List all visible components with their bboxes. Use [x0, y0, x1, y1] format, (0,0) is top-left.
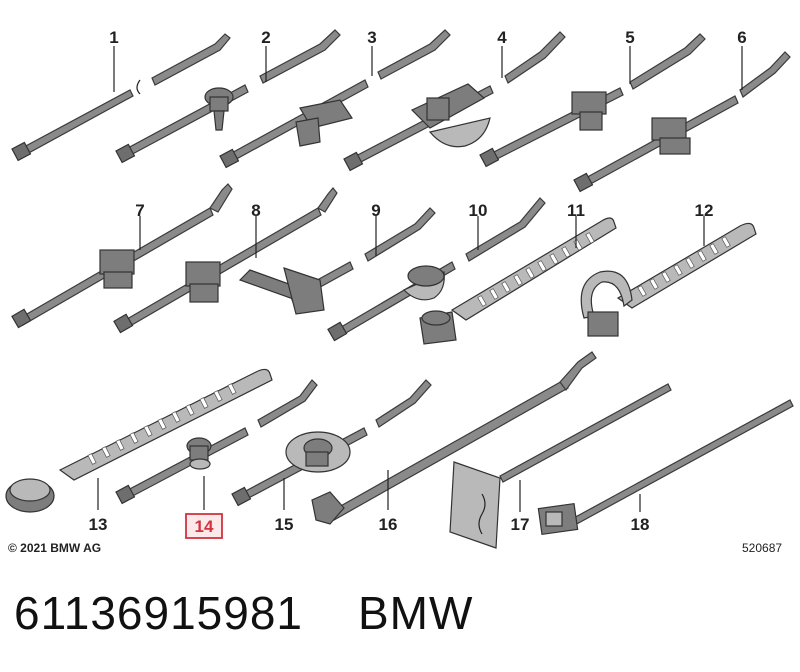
callout-4: 4: [497, 28, 507, 47]
brand-name: BMW: [358, 587, 474, 639]
part-14-cable-tie-with-clip: [115, 379, 318, 510]
callout-8: 8: [251, 201, 260, 220]
part-2-cable-tie-with-clip: [115, 29, 341, 164]
part-6-cable-tie-with-edge-clip: [573, 46, 791, 193]
callout-3: 3: [367, 28, 376, 47]
callout-7: 7: [135, 201, 144, 220]
callout-10: 10: [469, 201, 488, 220]
callout-1: 1: [109, 28, 118, 47]
part-number: 61136915981: [14, 587, 303, 639]
part-5-cable-tie-with-edge-clip: [479, 33, 706, 168]
callout-9: 9: [371, 201, 380, 220]
part-9-cable-tie-with-wing-clip: [238, 207, 436, 315]
part-11-strap-band: [419, 216, 617, 345]
part-10-cable-tie-with-base: [327, 197, 546, 342]
callout-15: 15: [275, 515, 294, 534]
copyright-notice: © 2021 BMW AG: [8, 541, 102, 555]
part-12-strap-band-with-loop: [580, 216, 757, 337]
callout-16: 16: [379, 515, 398, 534]
part-7-cable-tie-with-edge-clip: [11, 183, 233, 329]
parts-diagram: 1 2 3 4 5 6 7 8 9 10 11 12 13 14 15 16 1…: [5, 28, 794, 549]
part-17-tie-with-panel: [449, 383, 672, 549]
highlight-box: [185, 513, 223, 539]
part-15-cable-tie-with-disc: [231, 379, 432, 510]
callout-6: 6: [737, 28, 746, 47]
callout-17: 17: [511, 515, 530, 534]
callout-13: 13: [89, 515, 108, 534]
part-13-strap-band-with-base: [5, 368, 273, 513]
callout-2: 2: [261, 28, 270, 47]
part-16-long-tie-with-clip: [311, 351, 597, 525]
callout-12: 12: [695, 201, 714, 220]
part-8-cable-tie-with-edge-clip: [113, 187, 338, 334]
callout-11: 11: [567, 201, 585, 220]
part-3-cable-tie-with-bracket: [219, 29, 451, 169]
callout-14: 14: [195, 517, 214, 536]
callout-18: 18: [631, 515, 650, 534]
part-4-cable-tie-with-base: [343, 31, 566, 172]
diagram-code: 520687: [742, 541, 783, 555]
callout-5: 5: [625, 28, 634, 47]
part-18-tie-with-connector: [537, 399, 794, 536]
part-1-cable-tie: [11, 33, 231, 162]
